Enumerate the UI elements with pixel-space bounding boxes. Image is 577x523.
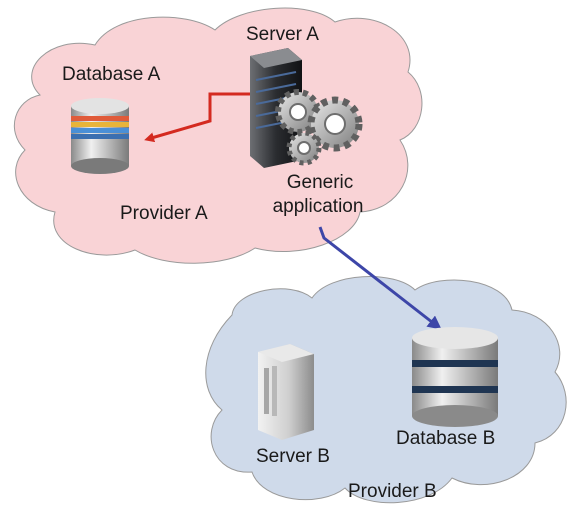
database-cylinder-icon — [412, 327, 498, 427]
server-b-label: Server B — [256, 446, 330, 467]
database-cylinder-icon — [71, 98, 129, 174]
server-rack-gears-icon — [250, 48, 363, 168]
provider-b-label: Provider B — [348, 481, 437, 502]
generic-application-label-line1: Generic — [286, 172, 354, 193]
edge-server-a-to-database-a — [144, 92, 254, 143]
database-a-label: Database A — [62, 64, 161, 85]
generic-application-label-line2: application — [272, 196, 364, 217]
edge-application-to-database-b — [318, 226, 442, 330]
cloud-provider-a — [13, 7, 423, 264]
server-a-label: Server A — [246, 24, 319, 45]
database-b-label: Database B — [396, 428, 496, 449]
provider-a-label: Provider A — [120, 203, 208, 224]
server-tower-icon — [258, 344, 314, 440]
